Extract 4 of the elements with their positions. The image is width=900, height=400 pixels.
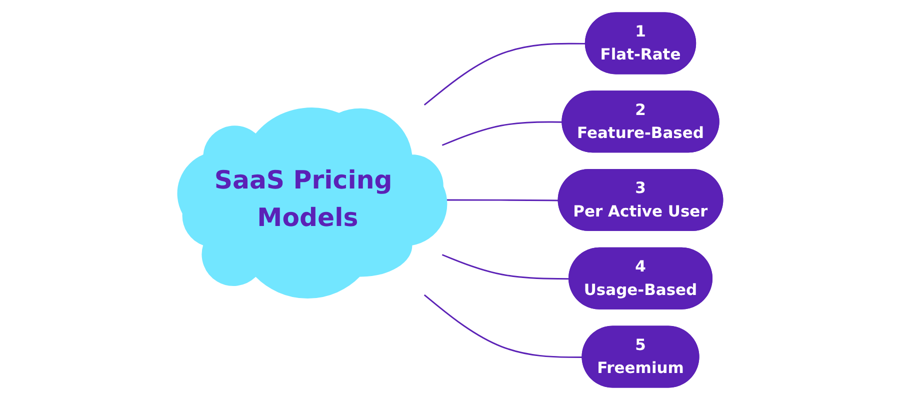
- connector: [424, 294, 582, 358]
- connector: [442, 121, 562, 146]
- connector: [442, 254, 570, 280]
- connector: [424, 42, 586, 106]
